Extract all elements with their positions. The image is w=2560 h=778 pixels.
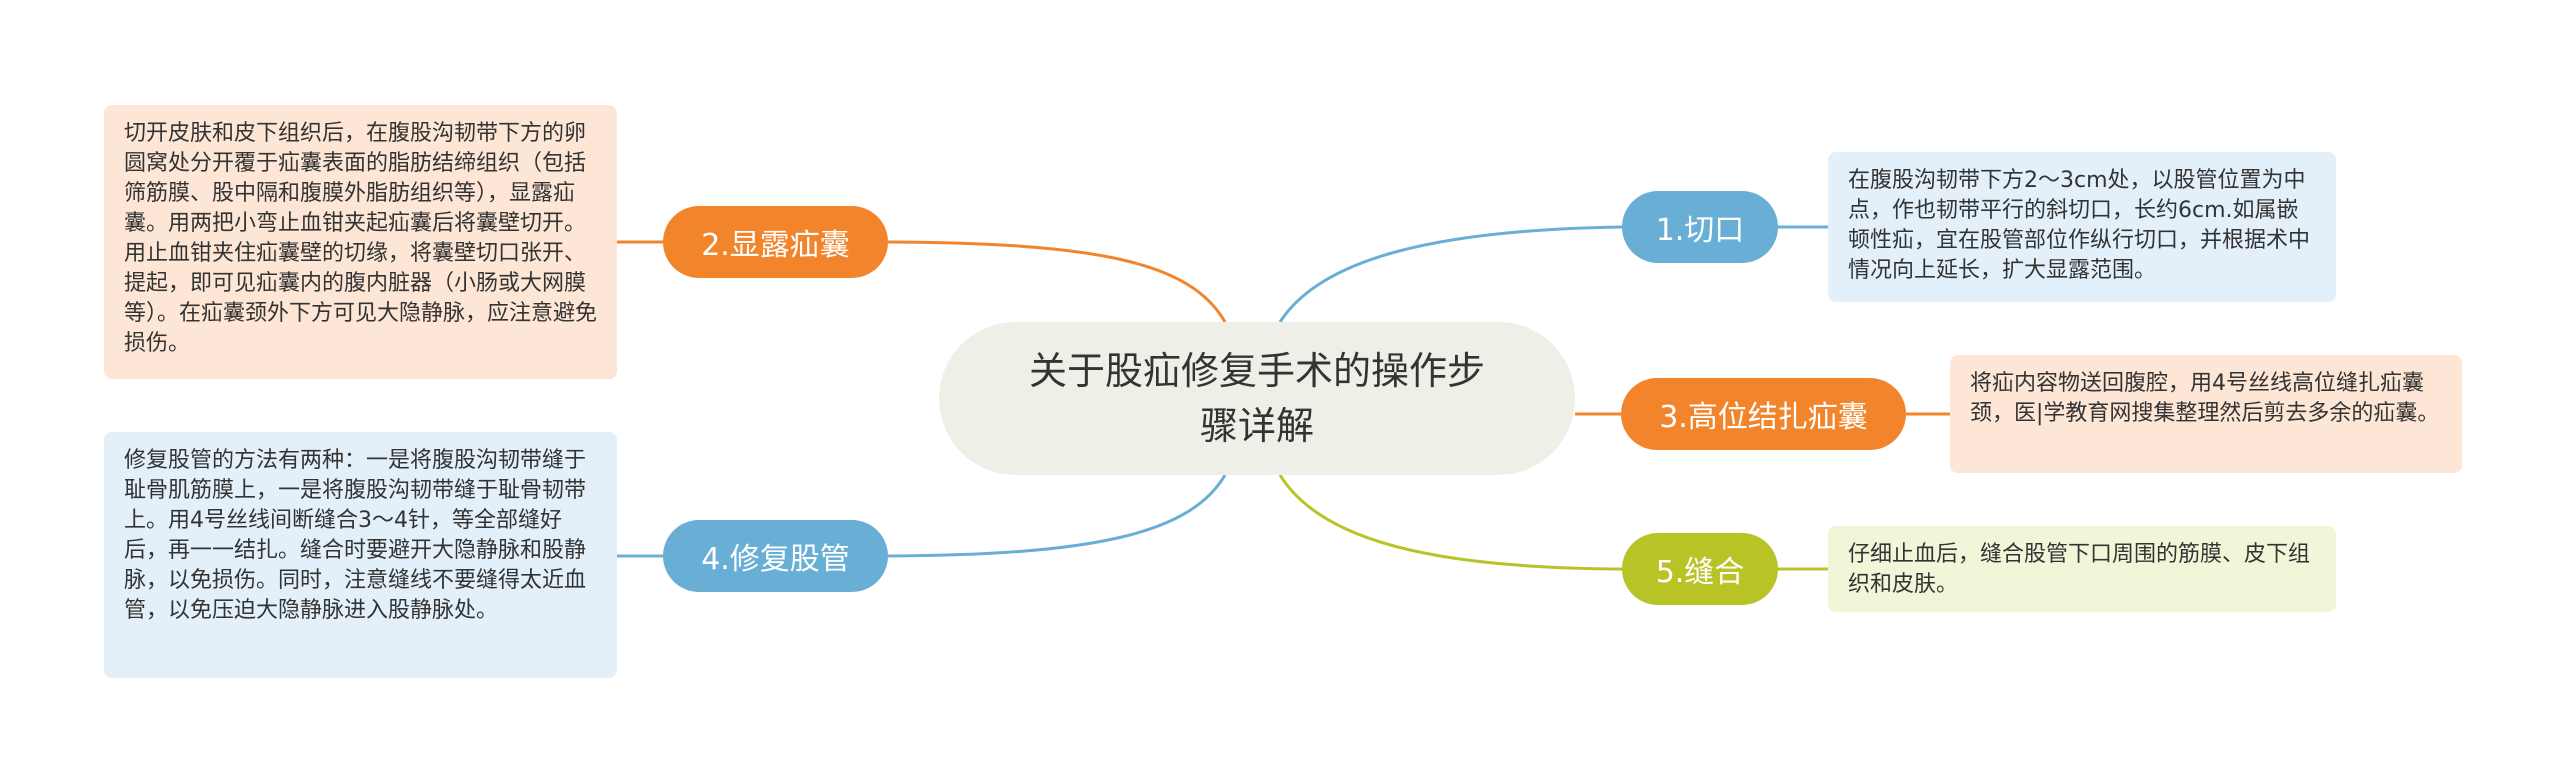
branch-high-ligation[interactable]: 3.高位结扎疝囊 (1621, 378, 1906, 450)
note-suture-text: 仔细止血后，缝合股管下口周围的筋膜、皮下组织和皮肤。 (1848, 542, 2311, 597)
branch-expose-sac-label: 2.显露疝囊 (701, 228, 850, 263)
central-topic[interactable]: 关于股疝修复手术的操作步骤详解 (939, 322, 1575, 475)
branch-suture-label: 5.缝合 (1655, 555, 1745, 590)
note-high-ligation: 将疝内容物送回腹腔，用4号丝线高位缝扎疝囊颈，医|学教育网搜集整理然后剪去多余的… (1950, 355, 2462, 473)
connector-4 (887, 474, 1227, 558)
branch-suture[interactable]: 5.缝合 (1622, 533, 1778, 605)
branch-incision-label: 1.切口 (1655, 213, 1745, 248)
branch-high-ligation-label: 3.高位结扎疝囊 (1659, 400, 1868, 435)
branch-repair-canal[interactable]: 4.修复股管 (663, 520, 888, 592)
connector-2 (887, 240, 1227, 323)
connector-5 (1278, 474, 1623, 571)
connector-1 (1278, 225, 1623, 323)
central-topic-title: 关于股疝修复手术的操作步骤详解 (1028, 348, 1485, 448)
note-repair-canal-text: 修复股管的方法有两种：一是将腹股沟韧带缝于耻骨肌筋膜上，一是将腹股沟韧带缝于耻骨… (124, 448, 587, 623)
note-incision: 在腹股沟韧带下方2～3cm处，以股管位置为中点，作也韧带平行的斜切口，长约6cm… (1828, 152, 2336, 302)
note-high-ligation-text: 将疝内容物送回腹腔，用4号丝线高位缝扎疝囊颈，医|学教育网搜集整理然后剪去多余的… (1970, 371, 2440, 426)
note-suture: 仔细止血后，缝合股管下口周围的筋膜、皮下组织和皮肤。 (1828, 526, 2336, 612)
note-expose-sac-text: 切开皮肤和皮下组织后，在腹股沟韧带下方的卵圆窝处分开覆于疝囊表面的脂肪结缔组织（… (124, 121, 598, 356)
branch-expose-sac[interactable]: 2.显露疝囊 (663, 206, 888, 278)
note-incision-text: 在腹股沟韧带下方2～3cm处，以股管位置为中点，作也韧带平行的斜切口，长约6cm… (1848, 168, 2311, 283)
branch-incision[interactable]: 1.切口 (1622, 191, 1778, 263)
note-repair-canal: 修复股管的方法有两种：一是将腹股沟韧带缝于耻骨肌筋膜上，一是将腹股沟韧带缝于耻骨… (104, 432, 617, 678)
branch-repair-canal-label: 4.修复股管 (701, 542, 850, 577)
note-expose-sac: 切开皮肤和皮下组织后，在腹股沟韧带下方的卵圆窝处分开覆于疝囊表面的脂肪结缔组织（… (104, 105, 617, 379)
